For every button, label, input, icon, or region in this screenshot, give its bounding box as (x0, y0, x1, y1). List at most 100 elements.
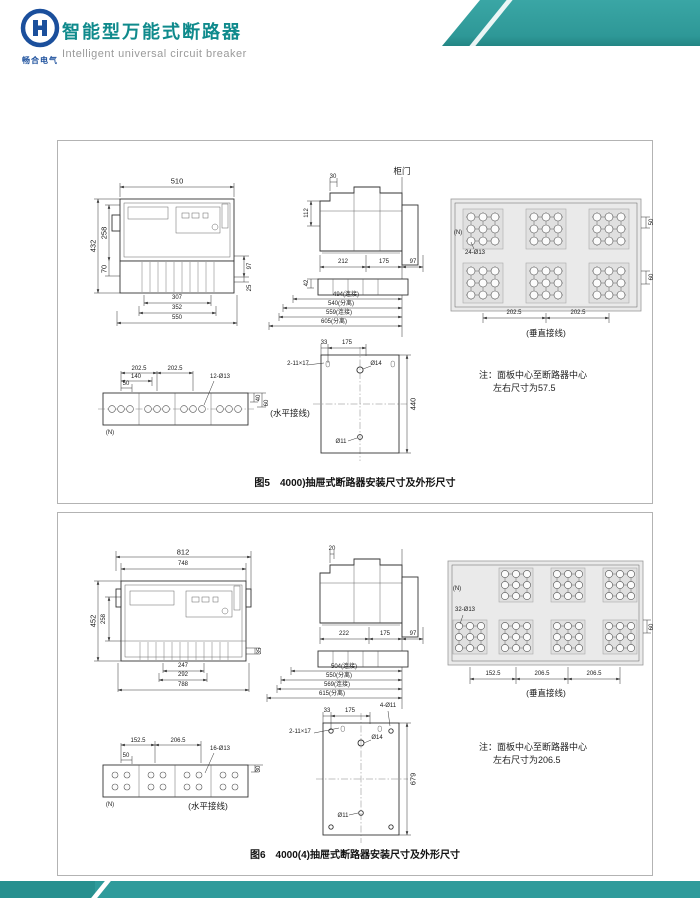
figure-number: 图6 (249, 850, 266, 861)
dim-label: 605(分离) (320, 319, 348, 325)
dim-label: 206.5 (586, 671, 602, 677)
dim-label: 2-11×17 (287, 361, 309, 367)
dim-label: 30 (329, 174, 337, 180)
dim-label: 452 (88, 614, 98, 628)
dim-label: 42 (304, 279, 310, 287)
dim-label: 540(分离) (327, 301, 355, 307)
dim-label: 247 (177, 663, 189, 669)
dim-label: 352 (171, 305, 183, 311)
banner-stripe (469, 0, 513, 46)
dim-label: 679 (408, 772, 418, 786)
vertical-terminal-view (447, 560, 651, 684)
dim-label: 175 (379, 631, 391, 637)
vertical-terminal-view (450, 198, 650, 323)
front-view (94, 183, 249, 326)
dim-label: 206.5 (534, 671, 550, 677)
dim-label: 24-Ø13 (464, 250, 486, 256)
dim-label: 494(连接) (332, 292, 360, 298)
dim-label: 2-11×17 (289, 729, 311, 735)
dim-label: 258 (101, 613, 107, 625)
dim-label: 25 (247, 284, 253, 292)
dim-label: 202.5 (506, 310, 522, 316)
annotation-note: 注：面板中心至断路器中心 左右尺寸为57.5 (479, 369, 587, 395)
dim-label: 70 (99, 264, 109, 274)
page-header: 畅合电气 智能型万能式断路器 Intelligent universal cir… (0, 0, 700, 80)
dim-label: 307 (171, 295, 183, 301)
dim-label: 20 (328, 546, 336, 552)
page-title: 智能型万能式断路器 (62, 22, 242, 42)
title-block: 智能型万能式断路器 Intelligent universal circuit … (62, 18, 247, 60)
dim-label: 50 (649, 218, 655, 226)
dim-label: 212 (337, 259, 349, 265)
note-line1: 注：面板中心至断路器中心 (479, 370, 588, 380)
dim-label: 4-Ø11 (379, 703, 397, 709)
cabinet-door-label: 柜门 (393, 165, 411, 176)
dim-label: 97 (247, 262, 253, 270)
dim-label: 140 (130, 374, 142, 380)
dim-label: 550 (171, 315, 183, 321)
dim-label: 152.5 (485, 671, 501, 677)
figure-caption: 图5 4000)抽屉式断路器安装尺寸及外形尺寸 (58, 474, 652, 489)
side-view (268, 177, 424, 337)
vertical-wiring-caption: (垂直接线) (526, 687, 566, 698)
dim-label: 559(连接) (325, 310, 353, 316)
dim-label: 175 (344, 708, 356, 714)
n-pole-label: (N) (452, 586, 462, 592)
mounting-cutout-view (313, 710, 411, 843)
dim-label: 40 (256, 394, 262, 402)
dim-label: 202.5 (167, 366, 183, 372)
figure-number: 图5 (254, 478, 270, 489)
dim-label: 60 (649, 623, 655, 631)
horizontal-wiring-caption: (水平接线) (188, 800, 228, 811)
note-line2: 左右尺寸为206.5 (493, 755, 561, 765)
note-line2: 左右尺寸为57.5 (493, 383, 556, 393)
dim-label: 615(分离) (318, 691, 346, 697)
mounting-cutout-view (306, 344, 411, 461)
dim-label: 550(分离) (325, 673, 353, 679)
page-footer (0, 881, 700, 898)
dim-label: 33 (320, 340, 328, 346)
dim-label: 175 (341, 340, 353, 346)
dim-label: 30 (256, 765, 262, 773)
dim-label: 202.5 (570, 310, 586, 316)
dim-label: 16-Ø13 (209, 746, 231, 752)
n-pole-label: (N) (453, 230, 463, 236)
dim-label: 97 (409, 631, 417, 637)
dim-label: 50 (122, 753, 130, 759)
horizontal-wiring-caption: (水平接线) (270, 407, 310, 418)
dim-label: 812 (176, 547, 190, 557)
dim-label: Ø14 (370, 361, 382, 367)
dim-label: 440 (408, 397, 418, 411)
dim-label: 206.5 (170, 738, 186, 744)
dim-label: 175 (378, 259, 390, 265)
horizontal-terminal-view (102, 741, 263, 798)
n-pole-label: (N) (105, 430, 115, 436)
figure6-drawing (94, 549, 651, 843)
figure-title: 4000)抽屉式断路器安装尺寸及外形尺寸 (279, 478, 456, 489)
dim-label: 152.5 (130, 738, 146, 744)
dim-label: 97 (409, 259, 417, 265)
page-subtitle: Intelligent universal circuit breaker (62, 48, 247, 60)
vertical-wiring-caption: (垂直接线) (526, 327, 566, 338)
figure5-drawing (94, 177, 650, 461)
brand-logo: 畅合电气 (16, 8, 64, 66)
dim-label: 35 (257, 647, 263, 655)
note-line1: 注：面板中心至断路器中心 (479, 742, 588, 752)
header-banner (442, 0, 700, 46)
dim-label: 788 (177, 682, 189, 688)
footer-accent (0, 881, 95, 898)
dim-label: 50 (122, 381, 130, 387)
dim-label: 202.5 (131, 366, 147, 372)
dim-label: Ø14 (371, 735, 383, 741)
dim-label: 60 (264, 399, 270, 407)
dim-label: 569(连接) (323, 682, 351, 688)
dim-label: 504(连接) (330, 664, 358, 670)
annotation-note: 注：面板中心至断路器中心 左右尺寸为206.5 (479, 741, 587, 767)
dim-label: 222 (338, 631, 350, 637)
dim-label: 32-Ø13 (454, 607, 476, 613)
dim-label: 432 (88, 239, 98, 253)
